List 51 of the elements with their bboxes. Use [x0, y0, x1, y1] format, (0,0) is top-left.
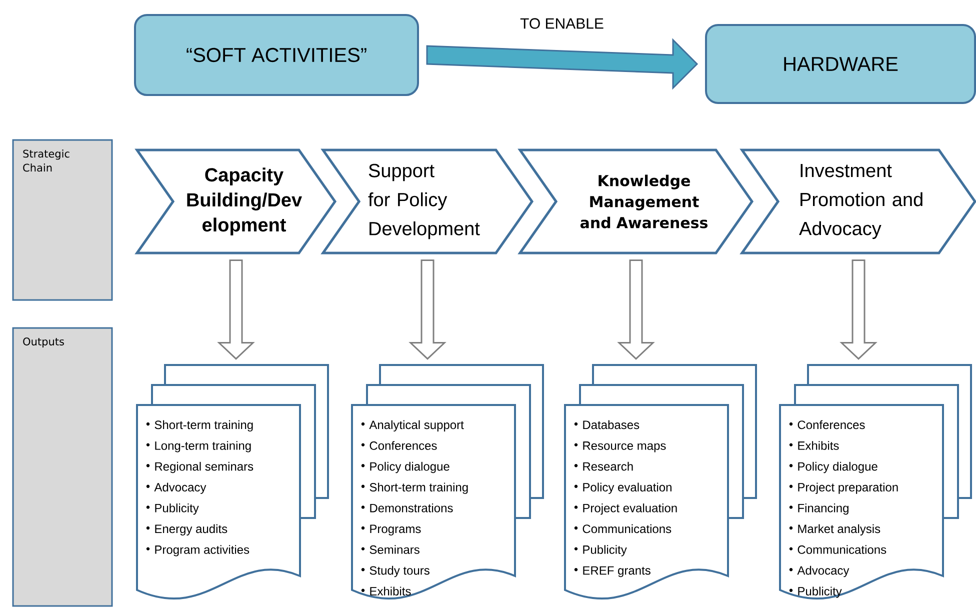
- node-label: Exhibits: [370, 586, 411, 596]
- node-label: Demonstrations: [370, 504, 453, 512]
- edge-label: TO ENABLE: [520, 18, 604, 29]
- node-label: Conferences: [798, 420, 865, 430]
- node-label: Seminars: [370, 545, 420, 554]
- down-arrow: [408, 260, 446, 360]
- node-label: Policy evaluation: [583, 482, 672, 494]
- node-label: Regional seminars: [155, 462, 254, 474]
- title-box: “SOFT ACTIVITIES”: [134, 14, 419, 96]
- down-arrow: [217, 260, 255, 360]
- document-stack: Analytical support Conferences Policy dialogue Short-term training Demonstrations Programs Seminars Study tours Exhibits: [351, 364, 544, 600]
- node-label: Policy dialogue: [370, 462, 450, 474]
- down-arrow: [617, 260, 655, 360]
- node-label: Energy audits: [155, 524, 228, 536]
- node-label: Conferences: [370, 441, 437, 450]
- node-label: Financing: [798, 504, 848, 515]
- node-label: Advocacy: [797, 566, 850, 578]
- node-label: Resource maps: [583, 442, 666, 452]
- node-label: Program activities: [155, 545, 250, 556]
- block-arrow: [426, 38, 698, 90]
- node-label: Advocacy: [154, 482, 206, 494]
- process-step: Capacity Building/Dev elopment: [134, 148, 337, 254]
- node-label: Project evaluation: [583, 504, 677, 515]
- document-stack: Short-term training Long-term training Regional seminars Advocacy Publicity Energy audits Program activities: [136, 364, 329, 600]
- node-label: Research: [583, 462, 633, 471]
- node-label: Short-term training: [154, 420, 253, 432]
- node-label: EREF grants: [583, 566, 650, 578]
- document-stack: Conferences Exhibits Policy dialogue Project preparation Financing Market analysis Communications Advocacy Publicity: [779, 364, 972, 600]
- row-band: Outputs: [12, 327, 113, 607]
- node-label: Databases: [583, 420, 640, 430]
- document-stack: Databases Resource maps Research Policy evaluation Project evaluation Communications Publicity EREF grants: [564, 364, 757, 600]
- node-label: Long-term training: [155, 441, 251, 452]
- node-label: Publicity: [155, 504, 199, 515]
- process-step: Knowledge Management and Awareness: [518, 148, 754, 254]
- node-label: Publicity: [583, 545, 627, 556]
- node-label: Study tours: [370, 566, 430, 578]
- process-step: Investment Promotion and Advocacy: [740, 148, 976, 254]
- node-label: Short-term training: [370, 482, 468, 494]
- node-label: Policy dialogue: [798, 462, 878, 474]
- node-label: Communications: [798, 545, 886, 554]
- node-label: Publicity: [798, 586, 842, 598]
- node-label: Communications: [582, 524, 672, 534]
- node-label: Exhibits: [798, 441, 839, 450]
- node-label: Analytical support: [369, 420, 464, 432]
- title-box: HARDWARE: [705, 24, 976, 104]
- node-label: Project preparation: [798, 482, 898, 494]
- row-band: Strategic Chain: [12, 139, 113, 301]
- node-label: Market analysis: [798, 524, 880, 536]
- down-arrow: [840, 260, 878, 360]
- process-step: Support for Policy Development: [320, 148, 534, 254]
- node-label: Programs: [370, 524, 421, 536]
